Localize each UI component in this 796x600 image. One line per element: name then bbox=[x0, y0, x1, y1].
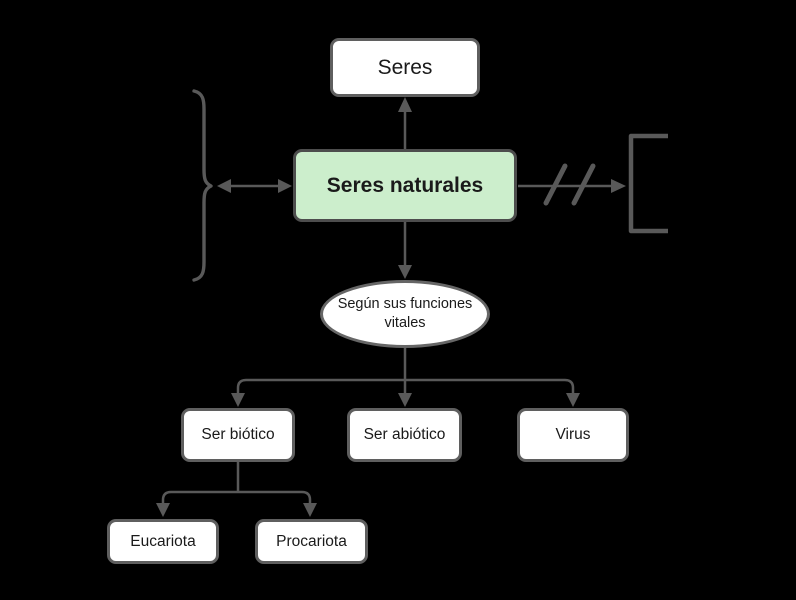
curly-brace-icon bbox=[192, 89, 213, 282]
node-virus: Virus bbox=[517, 408, 629, 462]
arrowhead-right-bracket bbox=[611, 179, 626, 193]
node-seres: Seres bbox=[330, 38, 480, 97]
arrowhead-down-abiotico bbox=[398, 393, 412, 407]
square-bracket-icon bbox=[628, 133, 668, 234]
node-funciones-label: Según sus funciones vitales bbox=[337, 296, 473, 331]
node-seres-label: Seres bbox=[377, 55, 433, 79]
arrowhead-up-seres bbox=[398, 97, 412, 112]
node-procariota: Procariota bbox=[255, 519, 368, 564]
node-ser-biotico: Ser biótico bbox=[181, 408, 295, 462]
arrowhead-down-funciones bbox=[398, 265, 412, 279]
node-eucariota-label: Eucariota bbox=[130, 532, 196, 550]
node-seres-naturales-label: Seres naturales bbox=[326, 173, 484, 197]
node-procariota-label: Procariota bbox=[276, 532, 347, 550]
node-ser-abiotico-label: Ser abiótico bbox=[363, 426, 446, 443]
arrowhead-down-biotico bbox=[231, 393, 245, 407]
double-slash-icon bbox=[571, 163, 596, 206]
double-slash-icon bbox=[543, 163, 568, 206]
node-seres-naturales: Seres naturales bbox=[293, 149, 517, 222]
arrowhead-left-brace bbox=[217, 179, 231, 193]
arrowhead-down-eucariota bbox=[156, 503, 170, 517]
edge-biotico-branch-rail bbox=[161, 490, 312, 505]
node-ser-abiotico: Ser abiótico bbox=[347, 408, 462, 462]
arrowhead-down-virus bbox=[566, 393, 580, 407]
node-ser-biotico-label: Ser biótico bbox=[201, 426, 275, 443]
node-virus-label: Virus bbox=[555, 426, 591, 443]
arrowhead-right-naturales bbox=[278, 179, 292, 193]
edge-funciones-branch-rail bbox=[236, 378, 575, 396]
node-eucariota: Eucariota bbox=[107, 519, 219, 564]
arrowhead-down-procariota bbox=[303, 503, 317, 517]
node-funciones-ellipse: Según sus funciones vitales bbox=[320, 280, 490, 348]
